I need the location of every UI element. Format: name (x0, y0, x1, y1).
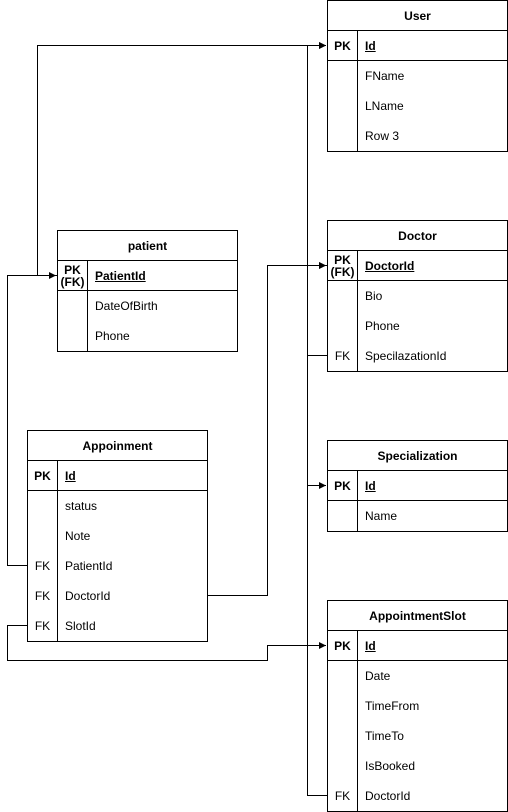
field-name: Id (65, 468, 76, 483)
field-row[interactable]: FK DoctorId (28, 581, 207, 611)
field-name: Name (365, 509, 398, 523)
field-name: PatientId (95, 268, 146, 283)
entity-patient[interactable]: patient PK (FK) PatientId DateOfBirth Ph… (57, 230, 238, 352)
key-label (58, 321, 88, 351)
entity-title: patient (58, 231, 237, 261)
key-label: FK (28, 611, 58, 641)
field-row[interactable]: Phone (58, 321, 237, 351)
field-row[interactable]: Bio (328, 281, 507, 311)
field-row[interactable]: Row 3 (328, 121, 507, 151)
key-label (28, 491, 58, 521)
field-name: Bio (365, 289, 383, 303)
entity-doctor[interactable]: Doctor PK (FK) DoctorId Bio Phone FK Spe… (327, 220, 508, 372)
key-label (328, 91, 358, 121)
field-name: PatientId (65, 559, 113, 573)
key-label: FK (28, 551, 58, 581)
field-name: DoctorId (365, 258, 415, 273)
field-row[interactable]: TimeFrom (328, 691, 507, 721)
field-row[interactable]: Note (28, 521, 207, 551)
field-row[interactable]: status (28, 491, 207, 521)
field-name: Phone (95, 329, 130, 343)
field-name: TimeFrom (365, 699, 420, 713)
key-label (328, 61, 358, 91)
key-label: PK (328, 471, 358, 500)
field-row[interactable]: FName (328, 61, 507, 91)
key-label: FK (328, 781, 358, 811)
field-name: DateOfBirth (95, 299, 158, 313)
key-label (58, 291, 88, 321)
pk-row[interactable]: PK Id (28, 461, 207, 491)
field-row[interactable]: FK PatientId (28, 551, 207, 581)
field-row[interactable]: FK DoctorId (328, 781, 507, 811)
key-label (28, 521, 58, 551)
key-label (328, 751, 358, 781)
field-row[interactable]: Phone (328, 311, 507, 341)
entity-appoinment[interactable]: Appoinment PK Id status Note FK PatientI… (27, 430, 208, 642)
field-row[interactable]: FK SpecilazationId (328, 341, 507, 371)
field-row[interactable]: TimeTo (328, 721, 507, 751)
field-name: Date (365, 669, 391, 683)
field-name: Id (365, 478, 376, 493)
field-name: Row 3 (365, 129, 400, 143)
field-row[interactable]: DateOfBirth (58, 291, 237, 321)
field-name: Id (365, 638, 376, 653)
entity-specialization[interactable]: Specialization PK Id Name (327, 440, 508, 532)
entity-title: User (328, 1, 507, 31)
key-label (328, 501, 358, 531)
link-doctor-user (307, 42, 328, 266)
entity-user[interactable]: User PK Id FName LName Row 3 (327, 0, 508, 152)
key-label (328, 721, 358, 751)
field-name: SlotId (65, 619, 96, 633)
key-label (328, 281, 358, 311)
pk-row[interactable]: PK Id (328, 631, 507, 661)
key-label: PK (FK) (58, 261, 88, 290)
entity-title: Doctor (328, 221, 507, 251)
field-name: FName (365, 69, 405, 83)
field-name: SpecilazationId (365, 349, 447, 363)
field-row[interactable]: FK SlotId (28, 611, 207, 641)
key-label (328, 311, 358, 341)
key-label (328, 121, 358, 151)
field-name: Id (365, 38, 376, 53)
field-name: DoctorId (65, 589, 111, 603)
pk-row[interactable]: PK Id (328, 31, 507, 61)
field-name: IsBooked (365, 759, 416, 773)
link-slot-doctor (307, 262, 328, 796)
field-name: LName (365, 99, 404, 113)
link-doctor-specialization (307, 355, 328, 489)
field-name: TimeTo (365, 729, 404, 743)
field-name: Note (65, 529, 91, 543)
pk-row[interactable]: PK Id (328, 471, 507, 501)
entity-title: Specialization (328, 441, 507, 471)
key-label: PK (328, 31, 358, 60)
key-label: PK (28, 461, 58, 490)
key-label (328, 661, 358, 691)
field-name: Phone (365, 319, 400, 333)
entity-title: Appoinment (28, 431, 207, 461)
field-name: DoctorId (365, 789, 411, 803)
key-label: FK (28, 581, 58, 611)
field-row[interactable]: Date (328, 661, 507, 691)
field-row[interactable]: Name (328, 501, 507, 531)
entity-title: AppointmentSlot (328, 601, 507, 631)
key-label: PK (FK) (328, 251, 358, 280)
field-name: status (65, 499, 98, 513)
pk-row[interactable]: PK (FK) DoctorId (328, 251, 507, 281)
pk-row[interactable]: PK (FK) PatientId (58, 261, 237, 291)
field-row[interactable]: LName (328, 91, 507, 121)
entity-appointmentslot[interactable]: AppointmentSlot PK Id Date TimeFrom Time… (327, 600, 508, 812)
field-row[interactable]: IsBooked (328, 751, 507, 781)
key-label (328, 691, 358, 721)
key-label: PK (328, 631, 358, 660)
key-label: FK (328, 341, 358, 371)
